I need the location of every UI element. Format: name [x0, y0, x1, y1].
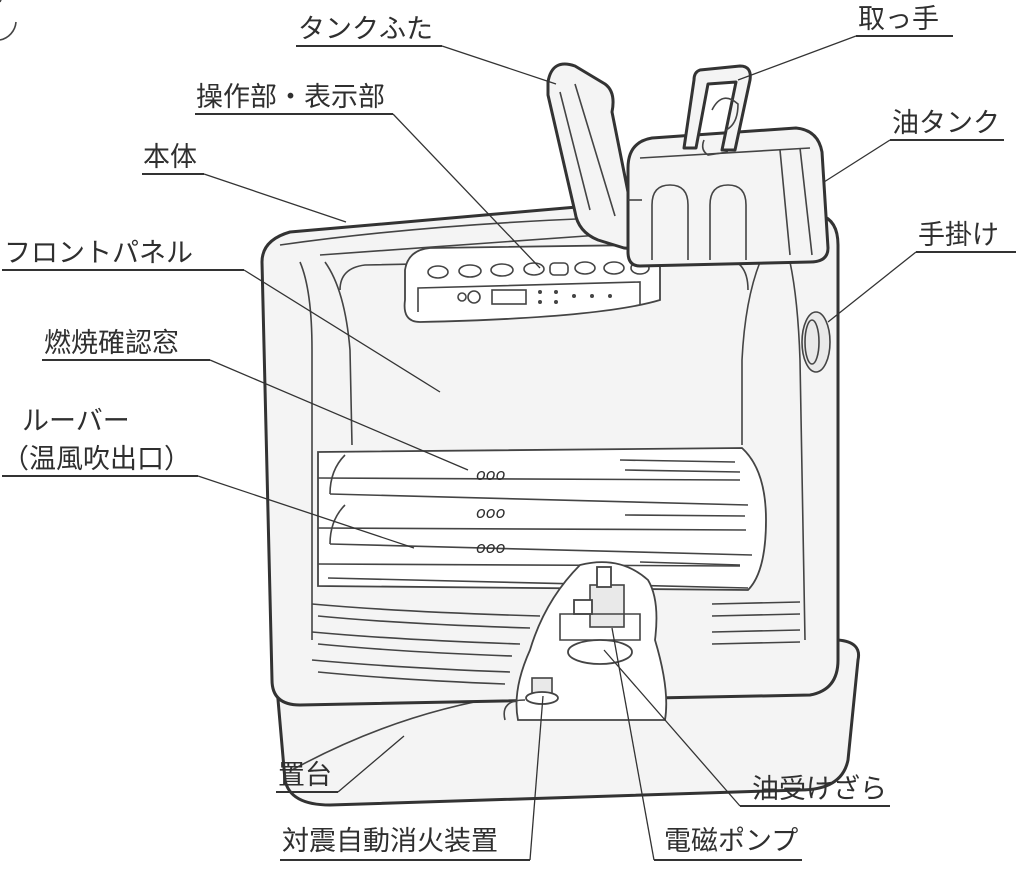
- lower-vents: [311, 601, 801, 685]
- label-seismic-extinguisher: 対震自動消火装置: [282, 826, 498, 857]
- label-control-panel: 操作部・表示部: [196, 82, 385, 113]
- label-louver-line2: （温風吹出口）: [2, 444, 191, 475]
- solenoid-pump: [559, 566, 641, 665]
- label-handle: 取っ手: [858, 4, 939, 35]
- label-oil-tray: 油受けざら: [752, 774, 887, 805]
- label-solenoid-pump: 電磁ポンプ: [664, 826, 798, 857]
- label-oil-tank: 油タンク: [892, 108, 1000, 139]
- carry-handle: [682, 64, 752, 156]
- label-front-panel: フロントパネル: [4, 238, 193, 269]
- label-combustion-window: 燃焼確認窓: [44, 328, 179, 359]
- label-main-body: 本体: [143, 142, 197, 173]
- heater-body: ooo ooo ooo: [260, 203, 861, 807]
- oil-tank: [626, 126, 830, 268]
- label-louver-line1: ルーバー: [22, 406, 130, 437]
- label-tank-lid: タンクふた: [298, 14, 433, 45]
- louver-opening: [317, 447, 767, 591]
- cutaway-internals: [503, 561, 668, 721]
- window-mark-3: ooo: [476, 538, 506, 557]
- label-hand-grip: 手掛け: [918, 220, 999, 251]
- combustion-window-marks: ooo ooo ooo: [476, 465, 506, 557]
- control-panel: [403, 244, 661, 323]
- seismic-extinguisher: [525, 677, 559, 705]
- window-mark-2: ooo: [476, 503, 506, 522]
- label-base: 置台: [278, 760, 332, 791]
- hand-grip: [801, 311, 831, 373]
- window-mark-1: ooo: [476, 465, 506, 484]
- figure-number-circle: [0, 0, 17, 41]
